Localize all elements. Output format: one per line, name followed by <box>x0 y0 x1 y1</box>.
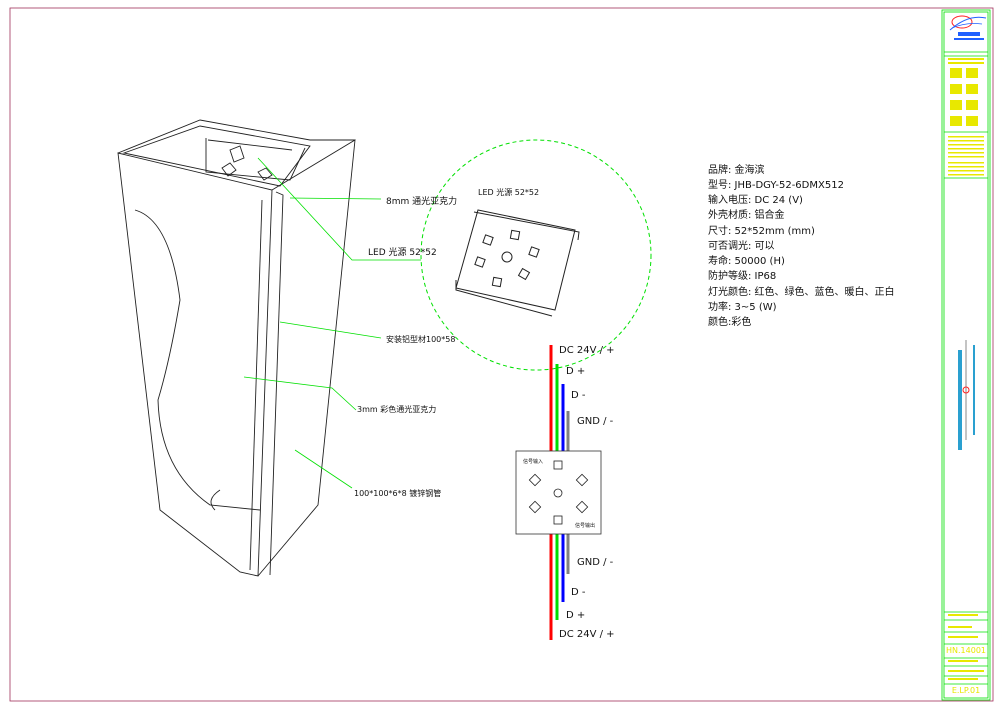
wire-label-top-data-minus: D - <box>571 390 586 401</box>
wire-label-top-data-plus: D + <box>566 366 586 377</box>
spec-color: 颜色:彩色 <box>708 317 752 328</box>
drawing-number: HN.14001 <box>946 646 986 655</box>
wire-label-top-power: DC 24V / + <box>559 345 615 356</box>
spec-model: 型号: JHB-DGY-52-6DMX512 <box>708 180 844 191</box>
spec-power: 功率: 3~5 (W) <box>708 302 777 313</box>
lamp-body-3d <box>117 119 356 577</box>
led-module-detail <box>455 209 580 317</box>
led-module <box>515 450 602 535</box>
detail-label: LED 光源 52*52 <box>478 188 540 197</box>
wire-label-bottom-gnd: GND / - <box>577 557 614 568</box>
project-name-vertical <box>958 340 975 450</box>
sheet-border <box>9 7 994 702</box>
wire-label-bottom-data-plus: D + <box>566 610 586 621</box>
spec-dimmable: 可否调光: 可以 <box>708 241 775 252</box>
signal-out-label: 信号输出 <box>575 523 596 529</box>
title-block-notes <box>948 58 984 680</box>
spec-light-colors: 灯光颜色: 红色、绿色、蓝色、暖白、正白 <box>708 287 895 298</box>
spec-housing: 外壳材质: 铝合金 <box>708 210 785 221</box>
spec-brand: 品牌: 金海滨 <box>708 165 765 176</box>
wire-label-bottom-data-minus: D - <box>571 587 586 598</box>
company-logo <box>949 15 987 40</box>
detail-circle <box>420 139 652 371</box>
callout-acrylic-8mm: 8mm 通光亚克力 <box>386 197 458 207</box>
sheet-number: E.LP.01 <box>951 686 981 695</box>
spec-voltage: 输入电压: DC 24 (V) <box>708 195 803 206</box>
spec-ip: 防护等级: IP68 <box>708 271 777 282</box>
signal-in-label: 信号输入 <box>523 459 544 465</box>
callout-led-source: LED 光源 52*52 <box>368 248 437 258</box>
title-block-frame <box>941 9 991 701</box>
callout-leaders <box>243 157 421 489</box>
spec-size: 尺寸: 52*52mm (mm) <box>708 226 815 237</box>
wire-label-bottom-power: DC 24V / + <box>559 629 615 640</box>
callout-mount-profile: 安装铝型材100*58 <box>386 335 456 344</box>
wiring-diagram <box>515 345 602 640</box>
callout-acrylic-3mm: 3mm 彩色通光亚克力 <box>357 405 437 414</box>
callout-steel-tube: 100*100*6*8 镀锌钢管 <box>354 489 442 498</box>
spec-lifetime: 寿命: 50000 (H) <box>708 256 785 267</box>
wire-label-top-gnd: GND / - <box>577 416 614 427</box>
